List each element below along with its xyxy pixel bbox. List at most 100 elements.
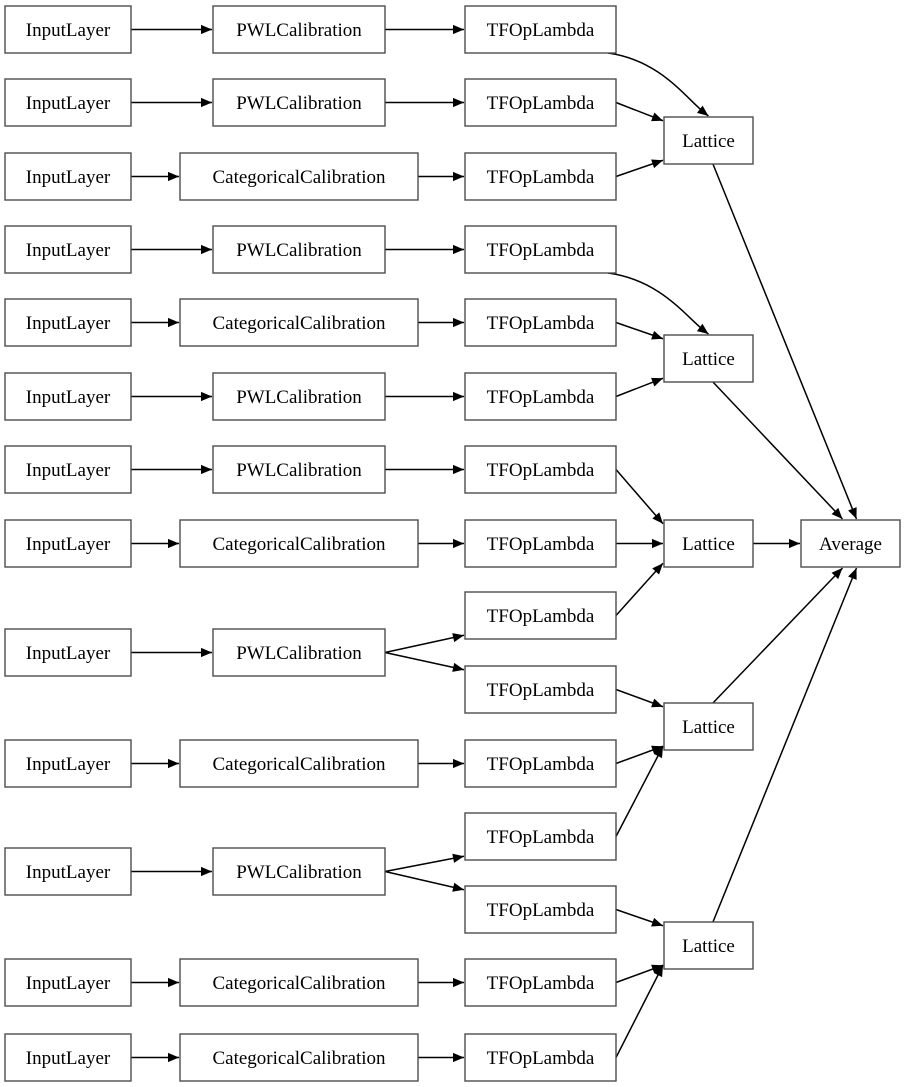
- node-box[interactable]: [4, 958, 132, 1007]
- node-input-layer-in12[interactable]: InputLayer: [4, 958, 132, 1007]
- node-pwlcalibration-cal7[interactable]: PWLCalibration: [212, 445, 386, 494]
- node-pwlcalibration-cal11[interactable]: PWLCalibration: [212, 847, 386, 896]
- node-box[interactable]: [212, 225, 386, 274]
- node-box[interactable]: [663, 116, 754, 165]
- node-lattice-lat1[interactable]: Lattice: [663, 116, 754, 165]
- node-box[interactable]: [4, 519, 132, 568]
- node-box[interactable]: [4, 847, 132, 896]
- node-tfop-lambda-op7[interactable]: TFOpLambda: [464, 445, 617, 494]
- node-categorical-calibration-cal10[interactable]: CategoricalCalibration: [179, 739, 419, 788]
- node-tfop-lambda-op4[interactable]: TFOpLambda: [464, 225, 617, 274]
- node-box[interactable]: [4, 1033, 132, 1082]
- node-box[interactable]: [212, 5, 386, 54]
- node-lattice-lat5[interactable]: Lattice: [663, 921, 754, 970]
- node-input-layer-in11[interactable]: InputLayer: [4, 847, 132, 896]
- node-box[interactable]: [4, 5, 132, 54]
- node-pwlcalibration-cal2[interactable]: PWLCalibration: [212, 78, 386, 127]
- node-box[interactable]: [179, 739, 419, 788]
- node-pwlcalibration-cal9[interactable]: PWLCalibration: [212, 628, 386, 677]
- edge: [615, 745, 664, 765]
- node-pwlcalibration-cal4[interactable]: PWLCalibration: [212, 225, 386, 274]
- node-box[interactable]: [212, 628, 386, 677]
- node-box[interactable]: [4, 152, 132, 201]
- node-input-layer-in4[interactable]: InputLayer: [4, 225, 132, 274]
- node-box[interactable]: [464, 372, 617, 421]
- node-box[interactable]: [464, 812, 617, 861]
- node-box[interactable]: [212, 78, 386, 127]
- node-box[interactable]: [663, 519, 754, 568]
- node-box[interactable]: [4, 739, 132, 788]
- node-tfop-lambda-op10[interactable]: TFOpLambda: [464, 665, 617, 714]
- node-box[interactable]: [663, 334, 754, 383]
- node-box[interactable]: [179, 519, 419, 568]
- node-box[interactable]: [464, 298, 617, 347]
- node-input-layer-in2[interactable]: InputLayer: [4, 78, 132, 127]
- node-tfop-lambda-op5[interactable]: TFOpLambda: [464, 298, 617, 347]
- node-input-layer-in1[interactable]: InputLayer: [4, 5, 132, 54]
- node-box[interactable]: [179, 958, 419, 1007]
- node-box[interactable]: [464, 5, 617, 54]
- node-box[interactable]: [4, 445, 132, 494]
- node-box[interactable]: [4, 225, 132, 274]
- node-box[interactable]: [464, 665, 617, 714]
- node-categorical-calibration-cal12[interactable]: CategoricalCalibration: [179, 958, 419, 1007]
- node-categorical-calibration-cal3[interactable]: CategoricalCalibration: [179, 152, 419, 201]
- node-tfop-lambda-op3[interactable]: TFOpLambda: [464, 152, 617, 201]
- edge: [131, 391, 212, 402]
- edge: [616, 538, 663, 549]
- node-tfop-lambda-op14[interactable]: TFOpLambda: [464, 958, 617, 1007]
- node-box[interactable]: [663, 921, 754, 970]
- node-box[interactable]: [464, 445, 617, 494]
- node-tfop-lambda-op11[interactable]: TFOpLambda: [464, 739, 617, 788]
- node-box[interactable]: [464, 1033, 617, 1082]
- node-tfop-lambda-op9[interactable]: TFOpLambda: [464, 591, 617, 640]
- edge-arrowhead: [651, 330, 663, 340]
- node-tfop-lambda-op1[interactable]: TFOpLambda: [464, 5, 617, 54]
- node-box[interactable]: [179, 152, 419, 201]
- node-categorical-calibration-cal5[interactable]: CategoricalCalibration: [179, 298, 419, 347]
- node-input-layer-in6[interactable]: InputLayer: [4, 372, 132, 421]
- node-box[interactable]: [4, 372, 132, 421]
- node-categorical-calibration-cal8[interactable]: CategoricalCalibration: [179, 519, 419, 568]
- node-box[interactable]: [464, 591, 617, 640]
- node-input-layer-in9[interactable]: InputLayer: [4, 628, 132, 677]
- node-box[interactable]: [4, 628, 132, 677]
- node-tfop-lambda-op2[interactable]: TFOpLambda: [464, 78, 617, 127]
- node-box[interactable]: [663, 702, 754, 751]
- node-box[interactable]: [464, 78, 617, 127]
- node-average-avg[interactable]: Average: [800, 519, 901, 568]
- node-input-layer-in8[interactable]: InputLayer: [4, 519, 132, 568]
- node-input-layer-in7[interactable]: InputLayer: [4, 445, 132, 494]
- node-input-layer-in3[interactable]: InputLayer: [4, 152, 132, 201]
- node-box[interactable]: [212, 445, 386, 494]
- edge-arrowhead: [831, 568, 843, 580]
- node-box[interactable]: [4, 298, 132, 347]
- node-tfop-lambda-op15[interactable]: TFOpLambda: [464, 1033, 617, 1082]
- node-box[interactable]: [800, 519, 901, 568]
- node-box[interactable]: [464, 885, 617, 934]
- node-box[interactable]: [464, 152, 617, 201]
- node-box[interactable]: [212, 847, 386, 896]
- node-lattice-lat4[interactable]: Lattice: [663, 702, 754, 751]
- node-box[interactable]: [464, 519, 617, 568]
- node-input-layer-in10[interactable]: InputLayer: [4, 739, 132, 788]
- node-lattice-lat2[interactable]: Lattice: [663, 334, 754, 383]
- node-tfop-lambda-op12[interactable]: TFOpLambda: [464, 812, 617, 861]
- node-box[interactable]: [179, 298, 419, 347]
- node-box[interactable]: [464, 225, 617, 274]
- edge: [131, 24, 212, 35]
- node-input-layer-in13[interactable]: InputLayer: [4, 1033, 132, 1082]
- node-tfop-lambda-op8[interactable]: TFOpLambda: [464, 519, 617, 568]
- node-tfop-lambda-op6[interactable]: TFOpLambda: [464, 372, 617, 421]
- node-box[interactable]: [179, 1033, 419, 1082]
- node-box[interactable]: [464, 958, 617, 1007]
- node-categorical-calibration-cal13[interactable]: CategoricalCalibration: [179, 1033, 419, 1082]
- node-box[interactable]: [4, 78, 132, 127]
- node-input-layer-in5[interactable]: InputLayer: [4, 298, 132, 347]
- node-tfop-lambda-op13[interactable]: TFOpLambda: [464, 885, 617, 934]
- node-box[interactable]: [464, 739, 617, 788]
- node-pwlcalibration-cal1[interactable]: PWLCalibration: [212, 5, 386, 54]
- node-box[interactable]: [212, 372, 386, 421]
- node-lattice-lat3[interactable]: Lattice: [663, 519, 754, 568]
- node-pwlcalibration-cal6[interactable]: PWLCalibration: [212, 372, 386, 421]
